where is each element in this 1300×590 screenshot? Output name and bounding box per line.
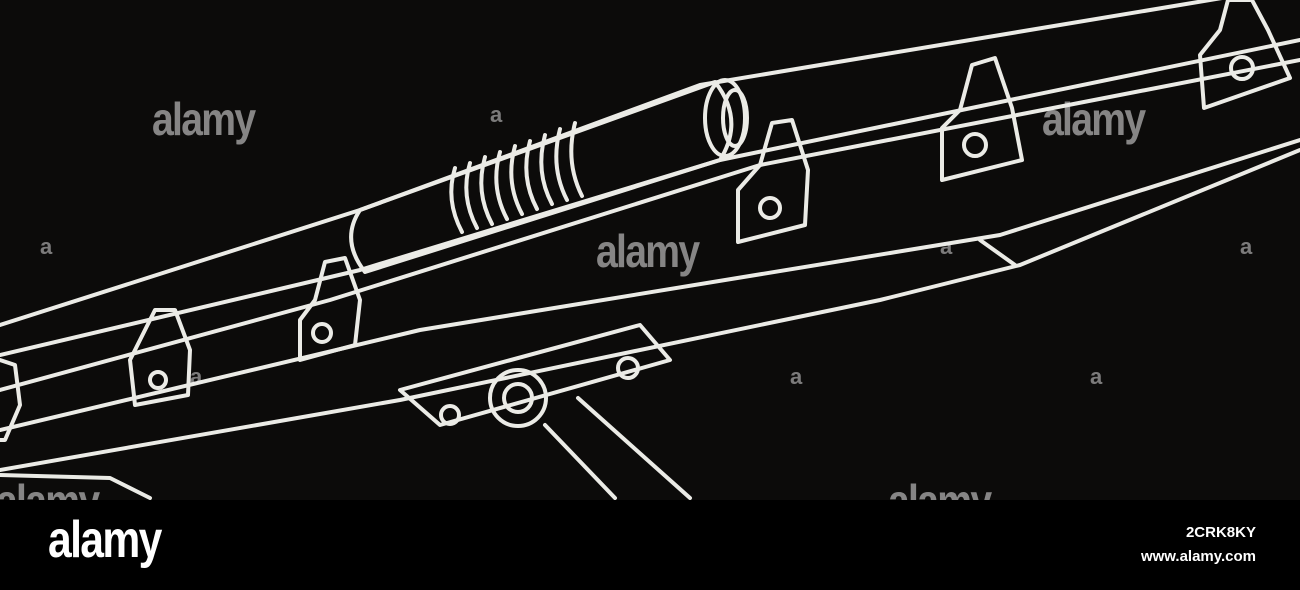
stock-footer-bar: alamy 2CRK8KY www.alamy.com xyxy=(0,500,1300,590)
frame-lower-rail xyxy=(0,148,1300,472)
mechanical-drawing xyxy=(0,0,1300,500)
watermark-mark: a xyxy=(490,102,503,127)
left-end-stub xyxy=(0,358,22,442)
watermark-mark: a xyxy=(1240,234,1253,259)
spring-coil-7 xyxy=(539,133,554,206)
pivot-plate xyxy=(398,323,672,428)
bracket-4 xyxy=(940,56,1024,182)
watermark-logo: alamy xyxy=(596,225,700,277)
watermark-mark: a xyxy=(940,234,953,259)
bracket-3 xyxy=(736,118,810,244)
spring-coil-2 xyxy=(464,161,479,230)
frame-upper-rail xyxy=(0,138,1300,432)
frame-step xyxy=(978,238,1017,267)
bracket-1 xyxy=(128,308,192,407)
rod-centerline xyxy=(0,58,1300,392)
illustration-area: alamy alamy alamy alamy alamy a a a a a … xyxy=(0,0,1300,500)
spring-coil-6 xyxy=(524,139,539,211)
linkage-arm-2 xyxy=(576,396,692,500)
frame-base-edge xyxy=(0,473,152,500)
site-url-label: www.alamy.com xyxy=(1140,548,1256,565)
watermark-logo: alamy xyxy=(152,93,256,145)
spring-coil-3 xyxy=(479,155,494,226)
watermark-mark: a xyxy=(1090,364,1103,389)
spring-coil-8 xyxy=(554,127,569,202)
watermark-logo: alamy xyxy=(0,478,100,500)
end-collar-inner xyxy=(721,88,749,148)
watermark-logo: alamy xyxy=(1042,93,1146,145)
watermark-logo: alamy xyxy=(888,478,992,500)
footer-logo: alamy xyxy=(48,511,162,569)
bracket-2 xyxy=(298,256,362,362)
linkage-arm xyxy=(543,423,617,500)
bracket-5 xyxy=(1198,0,1292,110)
spring-coil-1 xyxy=(449,166,464,234)
image-id-label: 2CRK8KY xyxy=(1185,524,1256,541)
watermark-mark: a xyxy=(40,234,53,259)
spring-coil-4 xyxy=(494,150,509,221)
spring-coil-9 xyxy=(569,121,584,198)
watermark-mark: a xyxy=(790,364,803,389)
spring-coil-5 xyxy=(509,144,524,216)
watermark-mark: a xyxy=(190,364,203,389)
